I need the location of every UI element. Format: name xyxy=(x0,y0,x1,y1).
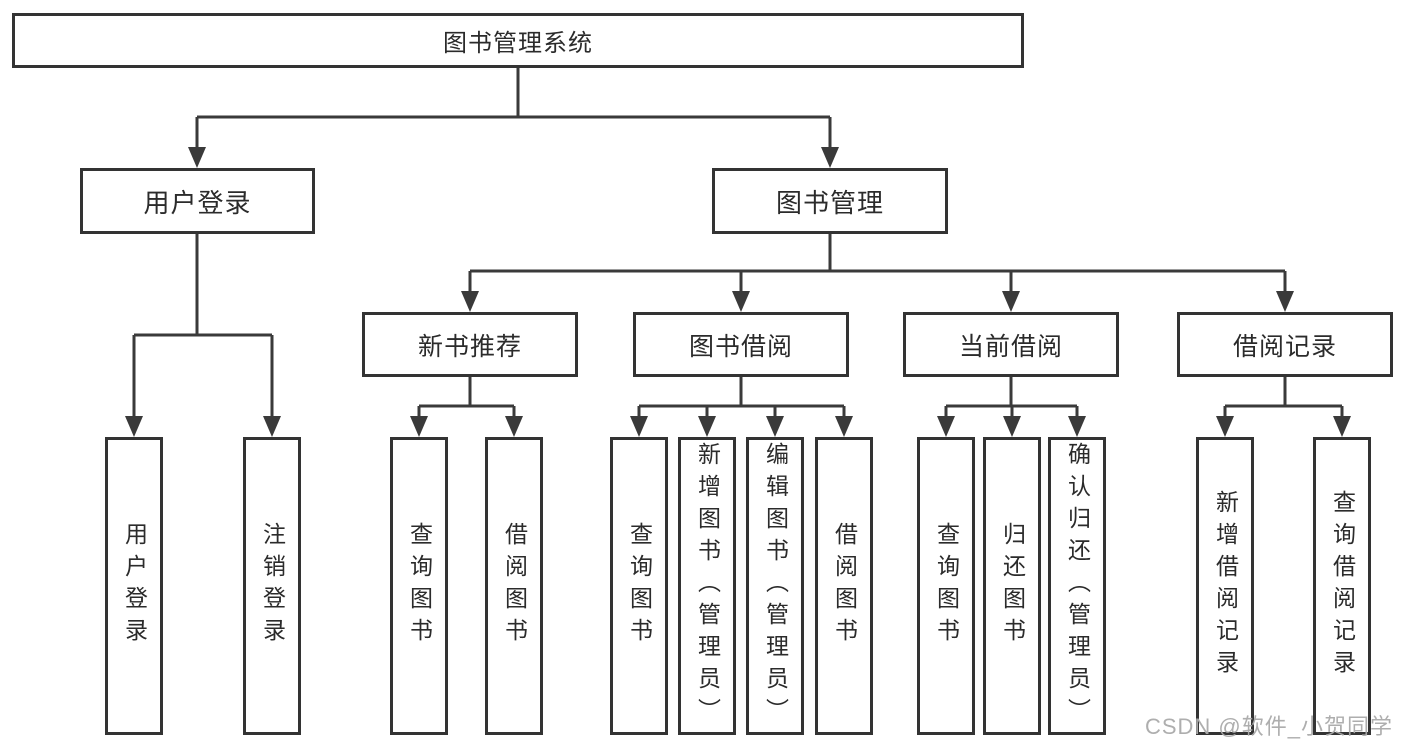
arrow-down-icon xyxy=(125,416,143,437)
leaf-borrow-books-recommend: 借阅图书 xyxy=(485,437,543,735)
node-current-borrowing: 当前借阅 xyxy=(903,312,1119,377)
node-label: 当前借阅 xyxy=(958,332,1063,361)
leaf-logout: 注销登录 xyxy=(243,437,301,735)
arrow-down-icon xyxy=(1333,416,1351,437)
leaf-label: 新增借阅记录 xyxy=(1212,490,1239,682)
connector-root-to-level2 xyxy=(195,68,832,151)
arrow-down-icon xyxy=(1216,416,1234,437)
connector-new-book-branch xyxy=(417,377,516,421)
leaf-query-books-current: 查询图书 xyxy=(917,437,975,735)
node-label: 新书推荐 xyxy=(417,332,522,361)
leaf-borrow-books-borrowing: 借阅图书 xyxy=(815,437,873,735)
node-book-management: 图书管理 xyxy=(712,168,948,234)
leaf-label: 借阅图书 xyxy=(501,522,528,650)
node-label: 用户登录 xyxy=(143,187,252,218)
node-label: 图书借阅 xyxy=(688,332,793,361)
leaf-label: 查询图书 xyxy=(933,522,960,650)
node-book-borrowing: 图书借阅 xyxy=(633,312,849,377)
arrow-down-icon xyxy=(698,416,716,437)
leaf-query-books-recommend: 查询图书 xyxy=(390,437,448,735)
node-library-management-system: 图书管理系统 xyxy=(12,13,1024,68)
leaf-label: 用户登录 xyxy=(121,522,148,650)
arrow-down-icon xyxy=(461,291,479,312)
connector-current-borrowing-branch xyxy=(944,377,1079,421)
connector-book-borrowing-branch xyxy=(637,377,846,421)
connector-borrowing-records-branch xyxy=(1223,377,1344,421)
node-borrowing-records: 借阅记录 xyxy=(1177,312,1393,377)
arrow-down-icon xyxy=(505,416,523,437)
leaf-confirm-return-admin: 确认归还（管理员） xyxy=(1048,437,1106,735)
arrow-down-icon xyxy=(630,416,648,437)
node-new-book-recommendation: 新书推荐 xyxy=(362,312,578,377)
leaf-add-borrowing-record: 新增借阅记录 xyxy=(1196,437,1254,735)
arrow-down-icon xyxy=(188,147,206,168)
arrow-down-icon xyxy=(732,291,750,312)
node-label: 借阅记录 xyxy=(1232,332,1337,361)
node-label: 图书管理系统 xyxy=(443,30,593,57)
arrow-down-icon xyxy=(821,147,839,168)
leaf-label: 查询图书 xyxy=(406,522,433,650)
leaf-label: 借阅图书 xyxy=(831,522,858,650)
leaf-user-login: 用户登录 xyxy=(105,437,163,735)
leaf-label: 新增图书（管理员） xyxy=(694,442,721,730)
leaf-query-borrowing-record: 查询借阅记录 xyxy=(1313,437,1371,735)
leaf-add-book-admin: 新增图书（管理员） xyxy=(678,437,736,735)
arrow-down-icon xyxy=(766,416,784,437)
leaf-label: 查询借阅记录 xyxy=(1329,490,1356,682)
arrow-down-icon xyxy=(410,416,428,437)
leaf-edit-book-admin: 编辑图书（管理员） xyxy=(746,437,804,735)
arrow-down-icon xyxy=(835,416,853,437)
leaf-return-book: 归还图书 xyxy=(983,437,1041,735)
arrow-down-icon xyxy=(1002,291,1020,312)
arrow-down-icon xyxy=(1276,291,1294,312)
connector-user-login-branch xyxy=(132,234,274,420)
leaf-label: 确认归还（管理员） xyxy=(1064,442,1091,730)
node-user-login: 用户登录 xyxy=(80,168,315,234)
arrowheads xyxy=(125,147,1351,437)
leaf-label: 注销登录 xyxy=(259,522,286,650)
leaf-label: 归还图书 xyxy=(999,522,1026,650)
leaf-query-books-borrowing: 查询图书 xyxy=(610,437,668,735)
connector-book-management-branch xyxy=(468,234,1287,295)
arrow-down-icon xyxy=(263,416,281,437)
arrow-down-icon xyxy=(1003,416,1021,437)
node-label: 图书管理 xyxy=(775,187,884,218)
arrow-down-icon xyxy=(937,416,955,437)
arrow-down-icon xyxy=(1068,416,1086,437)
leaf-label: 查询图书 xyxy=(626,522,653,650)
leaf-label: 编辑图书（管理员） xyxy=(762,442,789,730)
